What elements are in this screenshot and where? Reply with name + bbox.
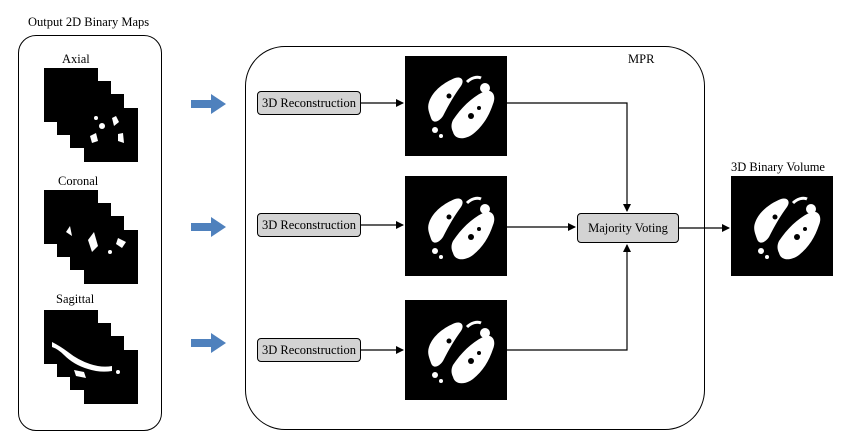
left-panel-title: Output 2D Binary Maps bbox=[28, 15, 150, 29]
sagittal-slice-4 bbox=[84, 350, 138, 404]
block-arrow-sagittal bbox=[191, 333, 226, 353]
reconstruction-box-coronal: 3D Reconstruction bbox=[257, 213, 361, 237]
mpr-label: MPR bbox=[628, 52, 655, 66]
block-arrow-axial bbox=[191, 94, 226, 114]
sagittal-mask bbox=[52, 342, 120, 378]
axial-mask bbox=[90, 116, 124, 143]
reconstruction-box-axial: 3D Reconstruction bbox=[257, 91, 361, 115]
lung-mask-coronal bbox=[426, 196, 496, 261]
axial-label: Axial bbox=[62, 52, 90, 66]
reconstruction-box-sagittal: 3D Reconstruction bbox=[257, 338, 361, 362]
block-arrow-coronal bbox=[191, 217, 226, 237]
majority-voting-box: Majority Voting bbox=[577, 213, 679, 243]
lung-mask-axial bbox=[426, 75, 496, 140]
output-title: 3D Binary Volume bbox=[731, 160, 825, 174]
connector-sagittal-to-voting bbox=[507, 244, 631, 351]
mpr-panel bbox=[245, 46, 705, 430]
lung-mask-output bbox=[752, 196, 822, 261]
lung-mask-sagittal bbox=[426, 320, 496, 385]
coronal-mask bbox=[66, 226, 126, 254]
binary-maps-panel bbox=[18, 35, 162, 431]
connector-axial-to-voting bbox=[507, 102, 631, 212]
coronal-label: Coronal bbox=[58, 174, 99, 188]
sagittal-label: Sagittal bbox=[56, 292, 95, 306]
